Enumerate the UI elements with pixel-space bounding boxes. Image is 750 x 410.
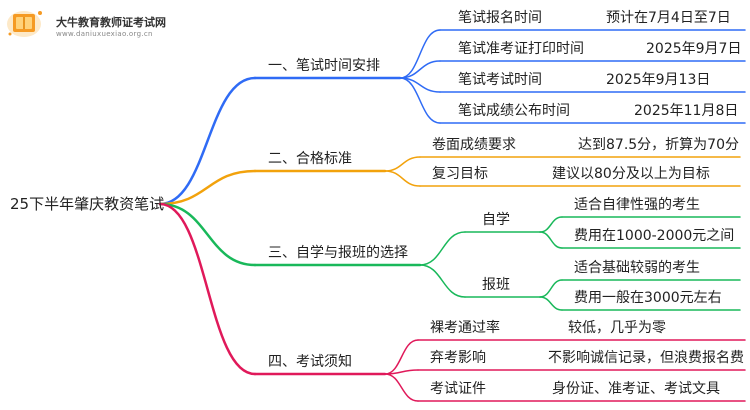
b4-item-2-value: 不影响诚信记录，但浪费报名费 [548,350,744,366]
b4-item-1-value: 较低，几乎为零 [568,320,666,336]
connector-b3-group-2 [419,264,466,298]
connector-b4-item-1 [384,339,419,375]
branch-3-label: 三、自学与报班的选择 [268,245,408,261]
connector-root-b2 [158,169,257,206]
b2-item-2-value: 建议以80分及以上为目标 [552,166,710,182]
book-logo-icon [7,11,42,37]
b1-item-4-label: 笔试成绩公布时间 [458,103,570,119]
connector-b2-item-1 [384,156,421,172]
b1-item-3-value: 2025年9月13日 [606,72,711,88]
b3-group-2-value-2: 费用一般在3000元左右 [574,290,722,306]
branch-1-label: 一、笔试时间安排 [268,58,380,74]
b1-item-2-label: 笔试准考证打印时间 [458,41,584,57]
logo-name: 大牛教育教师证考试网 [56,16,166,29]
b3-group-1-value-2: 费用在1000-2000元之间 [574,228,735,244]
b3-group-1-label: 自学 [482,212,510,228]
b2-item-1-value: 达到87.5分，折算为70分 [578,137,739,153]
connector-b3-g1-value-1 [539,216,563,233]
b3-group-2-value-1: 适合基础较弱的考生 [574,260,700,276]
b4-item-1-label: 裸考通过率 [430,320,500,336]
connector-root-b1 [158,76,257,206]
logo: 大牛教育教师证考试网 www.daniuxuexiao.org.cn [4,6,184,40]
b1-item-3-label: 笔试考试时间 [458,72,542,88]
b4-item-3-value: 身份证、准考证、考试文具 [552,381,720,397]
connector-b4-item-3 [384,373,419,402]
logo-domain: www.daniuxuexiao.org.cn [56,30,153,38]
b4-item-2-label: 弃考影响 [430,350,486,366]
root-node: 25下半年肇庆教资笔试 [10,195,165,213]
b1-item-2-value: 2025年9月7日 [646,41,742,57]
b3-group-1-value-1: 适合自律性强的考生 [574,197,700,213]
connector-root-b4 [158,202,257,376]
connector-b1-item-4 [399,77,441,124]
connector-b3-g2-value-2 [539,296,563,311]
connector-b3-g1-value-2 [539,231,563,249]
connector-b2-item-2 [384,170,421,187]
b2-item-1-label: 卷面成绩要求 [432,137,516,153]
connector-b1-item-1 [399,29,441,79]
b1-item-1-label: 笔试报名时间 [458,10,542,26]
b1-item-1-value: 预计在7月4日至7日 [606,10,731,26]
b1-item-4-value: 2025年11月8日 [634,103,739,119]
connector-b3-g2-value-1 [539,279,563,298]
connector-b3-group-1 [419,231,466,266]
connector-root-b3 [158,202,257,267]
b3-group-2-label: 报班 [482,277,510,293]
branch-2-label: 二、合格标准 [268,151,352,167]
b4-item-3-label: 考试证件 [430,381,486,397]
branch-4-label: 四、考试须知 [268,354,352,370]
b2-item-2-label: 复习目标 [432,166,488,182]
